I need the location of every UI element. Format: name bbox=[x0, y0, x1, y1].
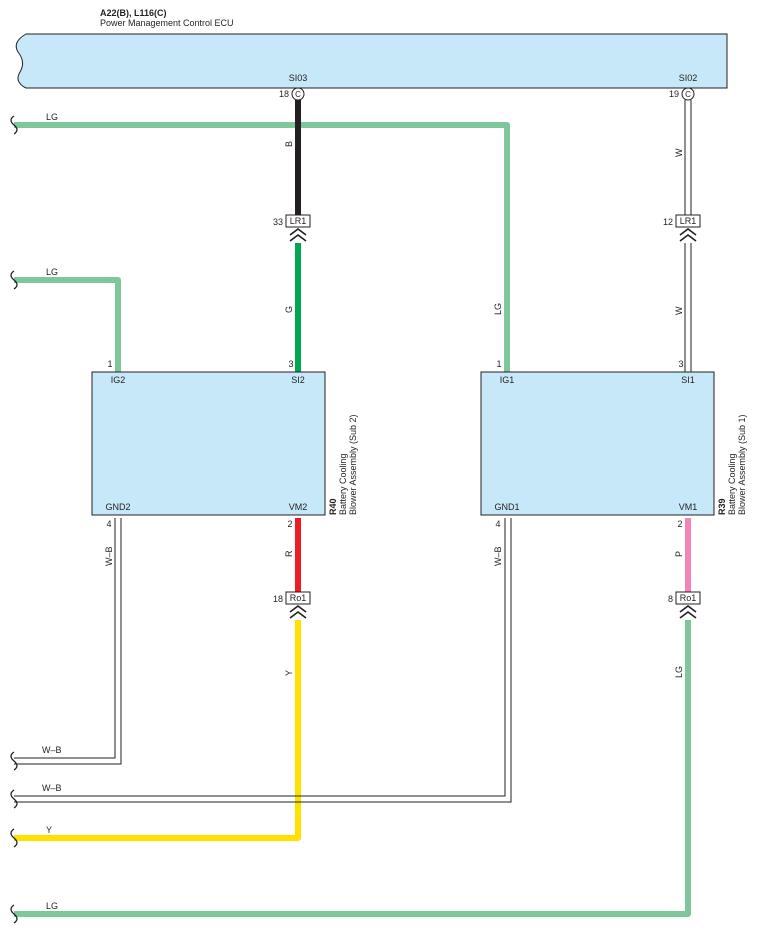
ecu-codes: A22(B), L116(C) bbox=[100, 8, 167, 18]
label-wb-bottom1: W–B bbox=[42, 745, 62, 755]
label-wb-left: W–B bbox=[104, 546, 114, 566]
r40-pin-vm2: VM2 bbox=[289, 502, 308, 512]
connector-lr1-33-num: 33 bbox=[273, 217, 283, 227]
connector-lr1-12: 12 LR1 bbox=[663, 214, 701, 242]
label-lg-bottom: LG bbox=[46, 901, 58, 911]
ecu-box bbox=[15, 33, 728, 89]
r39-pin1-num: 1 bbox=[496, 359, 501, 369]
connector-ro1-8: 8 Ro1 bbox=[668, 591, 701, 619]
wire-wb-left-inner bbox=[14, 518, 116, 759]
label-lg-lower-vertical: LG bbox=[674, 666, 684, 678]
component-r40: 1 3 IG2 SI2 GND2 VM2 4 2 R40 Battery Coo… bbox=[91, 359, 358, 529]
wire-break-marks bbox=[10, 115, 18, 924]
component-r39-box bbox=[480, 371, 715, 516]
ecu-pin-si03-label: SI03 bbox=[289, 73, 308, 83]
r40-code: R40 bbox=[328, 498, 338, 515]
label-w-lower: W bbox=[674, 306, 684, 315]
r40-name-line1: Battery Cooling bbox=[338, 453, 348, 515]
label-lg-vertical: LG bbox=[493, 303, 503, 315]
ecu-terminal-19-num: 19 bbox=[669, 89, 679, 99]
r39-name-line2: Blower Assembly (Sub 1) bbox=[737, 414, 747, 515]
wire-wb-right-outer bbox=[14, 518, 512, 803]
component-r40-box bbox=[91, 371, 326, 516]
r39-pin2-num: 2 bbox=[677, 519, 682, 529]
ecu-terminal-19 bbox=[681, 87, 695, 101]
r40-pin-si2: SI2 bbox=[291, 375, 305, 385]
r39-pin-vm1: VM1 bbox=[679, 502, 698, 512]
connector-lr1-12-label: LR1 bbox=[680, 216, 697, 226]
label-p: P bbox=[674, 551, 684, 557]
r39-pin3-num: 3 bbox=[678, 359, 683, 369]
wire-wb-right-inner bbox=[14, 518, 506, 797]
ecu-terminal-18-conn: C bbox=[295, 90, 301, 99]
r40-name-line2: Blower Assembly (Sub 2) bbox=[348, 414, 358, 515]
label-wb-bottom2: W–B bbox=[42, 783, 62, 793]
wire-lg-bottom bbox=[14, 620, 691, 917]
connector-lr1-33-label: LR1 bbox=[290, 216, 307, 226]
ecu-terminal-18 bbox=[291, 87, 305, 101]
connector-lr1-33: 33 LR1 bbox=[273, 214, 311, 242]
connector-ro1-18: 18 Ro1 bbox=[273, 591, 311, 619]
connector-ro1-8-label: Ro1 bbox=[680, 593, 697, 603]
connector-ro1-8-num: 8 bbox=[668, 594, 673, 604]
wire-lg-top bbox=[14, 122, 510, 372]
r39-code: R39 bbox=[717, 498, 727, 515]
r40-pin1-num: 1 bbox=[107, 359, 112, 369]
r39-name-line1: Battery Cooling bbox=[727, 453, 737, 515]
r40-pin3-num: 3 bbox=[288, 359, 293, 369]
connector-ro1-18-label: Ro1 bbox=[290, 593, 307, 603]
r39-pin-gnd1: GND1 bbox=[494, 502, 519, 512]
label-r: R bbox=[284, 550, 294, 557]
r40-pin4-num: 4 bbox=[106, 519, 111, 529]
r39-pin4-num: 4 bbox=[495, 519, 500, 529]
r39-pin-ig1: IG1 bbox=[500, 375, 515, 385]
r39-pin-si1: SI1 bbox=[681, 375, 695, 385]
ecu-name: Power Management Control ECU bbox=[100, 18, 234, 28]
ecu-pin-si02-label: SI02 bbox=[679, 73, 698, 83]
label-y-vertical: Y bbox=[284, 670, 294, 676]
r40-pin-ig2: IG2 bbox=[111, 375, 126, 385]
r40-pin-gnd2: GND2 bbox=[105, 502, 130, 512]
ecu-terminal-19-conn: C bbox=[685, 90, 691, 99]
label-wb-right: W–B bbox=[493, 546, 503, 566]
label-b: B bbox=[284, 141, 294, 147]
component-r39: 1 3 IG1 SI1 GND1 VM1 4 2 R39 Battery Coo… bbox=[480, 359, 747, 529]
r40-pin2-num: 2 bbox=[287, 519, 292, 529]
wire-lg-mid bbox=[14, 277, 121, 372]
ecu-terminal-18-num: 18 bbox=[279, 89, 289, 99]
label-g: G bbox=[284, 306, 294, 313]
wire-y bbox=[14, 620, 301, 841]
label-y-bottom: Y bbox=[46, 825, 52, 835]
label-lg-mid: LG bbox=[46, 267, 58, 277]
wire-wb-left-outer bbox=[14, 518, 122, 765]
label-lg-top: LG bbox=[46, 112, 58, 122]
connector-lr1-12-num: 12 bbox=[663, 217, 673, 227]
connector-ro1-18-num: 18 bbox=[273, 594, 283, 604]
label-w-upper: W bbox=[674, 148, 684, 157]
